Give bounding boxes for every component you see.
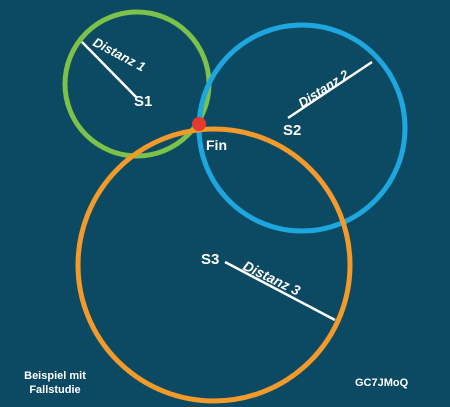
fin-label: Fin (206, 137, 227, 153)
radius-line-1 (81, 41, 138, 99)
circle-s1 (62, 9, 212, 159)
radius-line-3 (224, 260, 336, 322)
station-label-s2: S2 (283, 122, 301, 139)
radius-line-2 (287, 60, 373, 120)
station-label-s3: S3 (201, 251, 219, 268)
distance-label-2: Distanz 2 (295, 66, 352, 110)
caption-code-text: GC7JMoQ (355, 377, 409, 389)
distance-label-3: Distanz 3 (241, 257, 303, 298)
distance-label-1: Distanz 1 (91, 34, 148, 74)
circle-s3 (75, 126, 353, 404)
caption-code: GC7JMoQ (355, 376, 408, 390)
fin-point-marker (192, 117, 206, 131)
caption-example: Beispiel mit Fallstudie (10, 369, 100, 397)
station-label-s1: S1 (134, 93, 152, 110)
caption-example-text: Beispiel mit Fallstudie (24, 370, 86, 396)
